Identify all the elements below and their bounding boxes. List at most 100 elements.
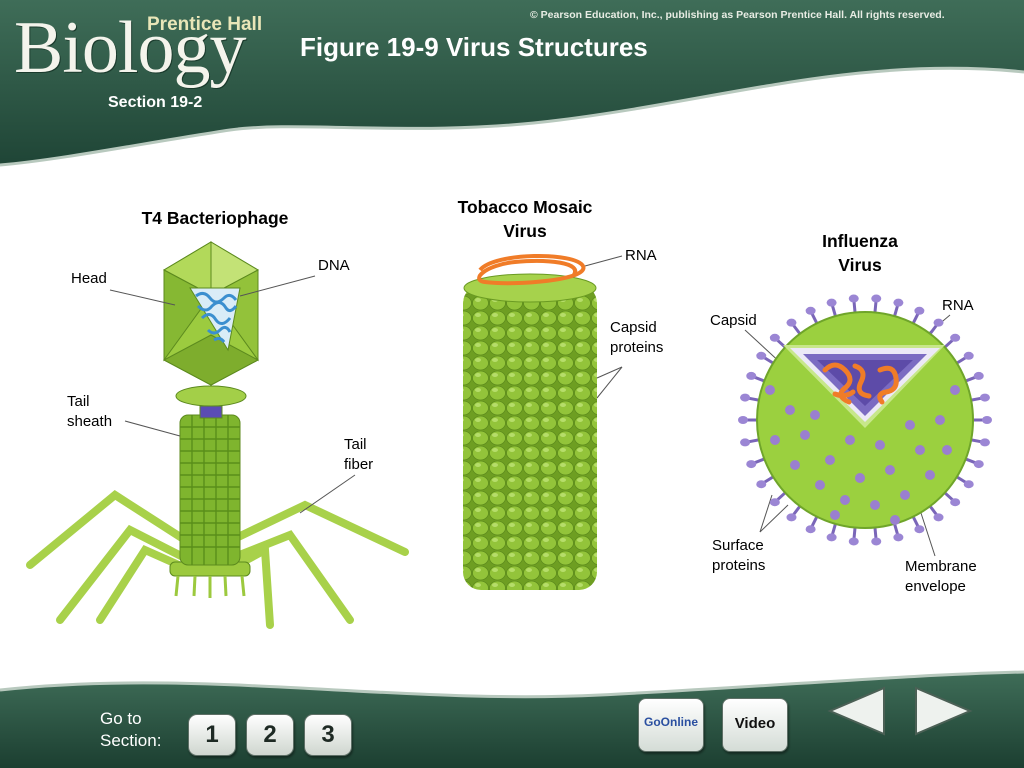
envelope-protein-dot xyxy=(875,440,885,450)
surface-protein-head xyxy=(826,298,837,307)
surface-protein-head xyxy=(805,306,816,315)
envelope-protein-dot xyxy=(845,435,855,445)
tmv-capsid-line2: proteins xyxy=(610,339,664,356)
figure-title: Figure 19-9 Virus Structures xyxy=(300,32,648,62)
tail-sheath-line1: Tail xyxy=(67,393,90,410)
logo-biology: Biology xyxy=(14,7,246,89)
surface-protein-head xyxy=(973,371,984,380)
surface-protein-head xyxy=(982,416,992,424)
surface-protein-head xyxy=(740,438,751,447)
tmv-title-line2: Virus xyxy=(503,221,547,241)
go-online-label: GoOnline xyxy=(644,715,698,729)
t4-bacteriophage-illustration xyxy=(26,241,409,629)
envelope-protein-dot xyxy=(825,455,835,465)
influenza-title-line1: Influenza xyxy=(822,231,898,251)
influenza-title-line2: Virus xyxy=(838,255,882,275)
surface-protein-head xyxy=(848,294,859,303)
go-to-section-label: Go to Section: xyxy=(100,708,161,752)
envelope-protein-dot xyxy=(905,420,915,430)
surface-protein-head xyxy=(973,460,984,469)
tmv-title: Tobacco Mosaic Virus xyxy=(430,195,620,243)
section-1-button[interactable]: 1 xyxy=(188,714,236,756)
envelope-protein-dot xyxy=(810,410,820,420)
t4-label-head: Head xyxy=(71,270,107,287)
surface-protein-head xyxy=(933,513,944,522)
envelope-protein-dot xyxy=(935,415,945,425)
section-2-button[interactable]: 2 xyxy=(246,714,294,756)
header-banner xyxy=(0,0,1024,167)
envelope-protein-dot xyxy=(925,470,935,480)
section-label: Section 19-2 xyxy=(108,94,203,111)
surface-protein-head xyxy=(871,294,882,303)
envelope-protein-dot xyxy=(770,435,780,445)
surface-protein-head xyxy=(756,351,767,360)
surface-protein-head xyxy=(746,371,757,380)
influenza-label-surface-proteins: Surface proteins xyxy=(712,536,765,576)
tail-sheath-line2: sheath xyxy=(67,413,113,430)
surface-protein-head xyxy=(740,393,751,402)
envelope-protein-dot xyxy=(942,445,952,455)
envelope-protein-dot xyxy=(870,500,880,510)
t4-label-tail-sheath: Tail sheath xyxy=(67,392,112,432)
tmv-capsid-rod xyxy=(463,285,597,590)
envelope-protein-dot xyxy=(815,480,825,490)
tmv-illustration xyxy=(463,253,597,590)
surface-protein-head xyxy=(893,298,904,307)
tmv-rna-spiral xyxy=(477,253,586,286)
envelope-protein-dot xyxy=(800,430,810,440)
surface-protein-head xyxy=(786,513,797,522)
go-online-button[interactable]: GoOnline xyxy=(638,698,704,752)
tail-fiber-line2: fiber xyxy=(344,456,374,473)
envelope-protein-dot xyxy=(900,490,910,500)
envelope-protein-dot xyxy=(765,385,775,395)
surface-protein-head xyxy=(786,318,797,327)
tail-fiber-line1: Tail xyxy=(344,436,367,453)
tmv-label-capsid: Capsid proteins xyxy=(610,318,663,358)
surface-line1: Surface xyxy=(712,537,764,554)
surface-protein-head xyxy=(769,498,780,507)
surface-protein-head xyxy=(805,525,816,534)
surface-protein-head xyxy=(914,525,925,534)
t4-label-tail-fiber: Tail fiber xyxy=(344,435,373,475)
influenza-rna xyxy=(822,362,899,405)
surface-protein-head xyxy=(914,306,925,315)
surface-protein-head xyxy=(933,318,944,327)
tmv-title-line1: Tobacco Mosaic xyxy=(457,197,593,217)
surface-protein-head xyxy=(746,460,757,469)
surface-protein-head xyxy=(979,438,990,447)
influenza-illustration xyxy=(738,294,992,546)
influenza-label-rna: RNA xyxy=(942,297,974,314)
tmv-label-rna: RNA xyxy=(625,247,657,264)
envelope-protein-dot xyxy=(890,515,900,525)
envelope-protein-dot xyxy=(855,473,865,483)
surface-protein-head xyxy=(950,498,961,507)
surface-protein-head xyxy=(893,533,904,542)
membrane-line1: Membrane xyxy=(905,558,977,575)
surface-protein-head xyxy=(963,480,974,489)
envelope-protein-dot xyxy=(950,385,960,395)
envelope-protein-dot xyxy=(840,495,850,505)
surface-protein-head xyxy=(826,533,837,542)
goto-line2: Section: xyxy=(100,731,162,750)
previous-arrow-icon[interactable] xyxy=(826,682,888,740)
t4-label-dna: DNA xyxy=(318,257,350,274)
video-button[interactable]: Video xyxy=(722,698,788,752)
surface-protein-head xyxy=(756,480,767,489)
next-arrow-icon[interactable] xyxy=(912,682,974,740)
section-3-button[interactable]: 3 xyxy=(304,714,352,756)
surface-protein-head xyxy=(848,537,859,546)
envelope-protein-dot xyxy=(915,445,925,455)
envelope-protein-dot xyxy=(790,460,800,470)
envelope-protein-dot xyxy=(885,465,895,475)
surface-line2: proteins xyxy=(712,557,766,574)
influenza-label-capsid: Capsid xyxy=(710,312,757,329)
t4-title: T4 Bacteriophage xyxy=(141,208,289,228)
influenza-label-membrane-envelope: Membrane envelope xyxy=(905,557,977,597)
copyright-notice: © Pearson Education, Inc., publishing as… xyxy=(530,9,945,21)
logo-publisher: Prentice Hall xyxy=(147,14,263,35)
surface-protein-head xyxy=(871,537,882,546)
surface-protein-head xyxy=(769,333,780,342)
tmv-capsid-line1: Capsid xyxy=(610,319,657,336)
envelope-protein-dot xyxy=(785,405,795,415)
membrane-line2: envelope xyxy=(905,578,966,595)
